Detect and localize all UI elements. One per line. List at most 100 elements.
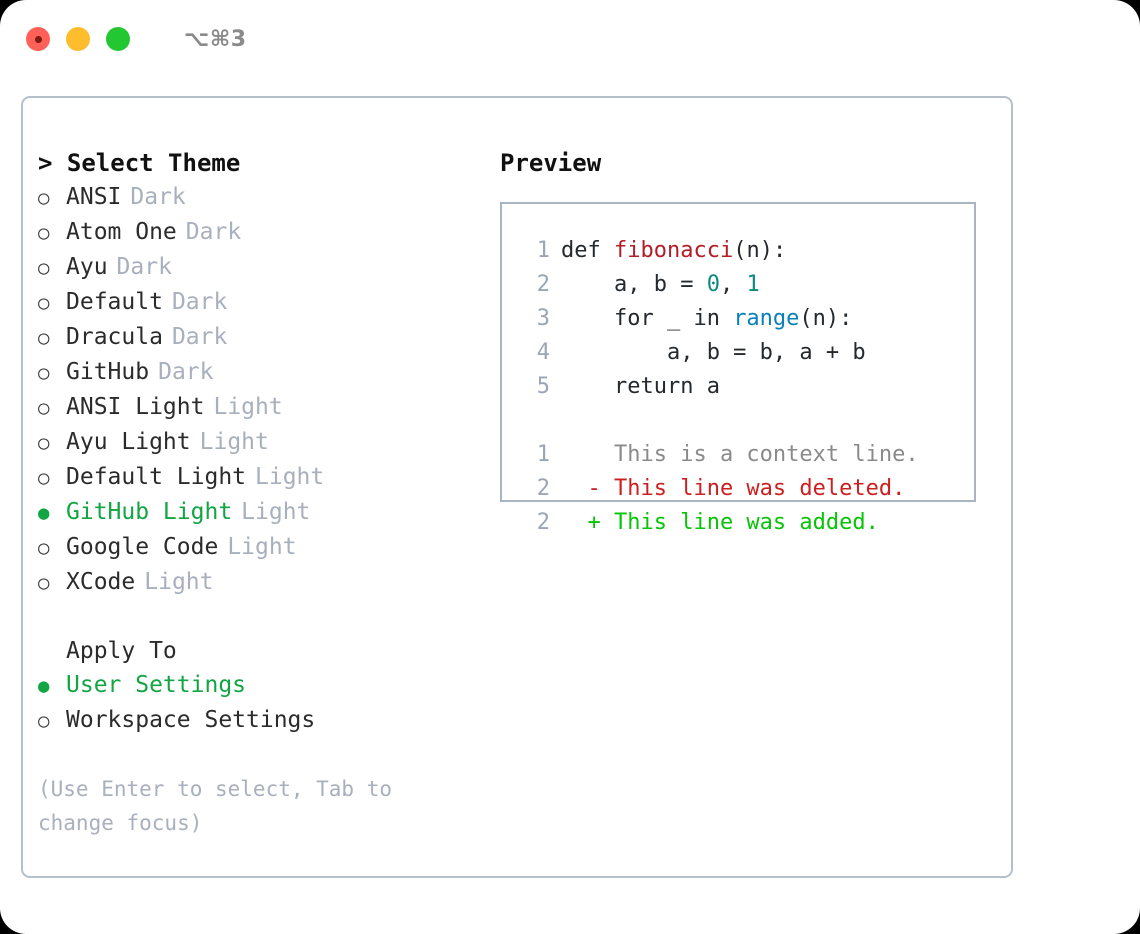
theme-option-tag: Light xyxy=(213,394,283,420)
code-line-text: a, b = b, a + b xyxy=(561,336,866,370)
diff-line-text: + This line was added. xyxy=(561,510,879,535)
code-line-text: for _ in range(n): xyxy=(561,302,852,336)
radio-unselected-icon: ○ xyxy=(38,397,50,419)
code-line-number: 2 xyxy=(536,272,550,297)
theme-option-tag: Light xyxy=(241,499,311,525)
code-token-plain: a, b = b, a + b xyxy=(561,340,866,365)
code-token-num: 1 xyxy=(746,272,760,297)
theme-option-tag: Light xyxy=(255,464,325,490)
radio-selected-icon: ● xyxy=(38,502,50,524)
code-token-num: 0 xyxy=(706,272,720,297)
theme-option[interactable]: ● GitHub Light Light xyxy=(38,495,498,530)
code-line: 4 a, b = b, a + b xyxy=(516,336,974,370)
code-line-text: return a xyxy=(561,370,720,404)
radio-unselected-icon: ○ xyxy=(38,222,50,244)
theme-option-tag: Dark xyxy=(130,184,186,210)
theme-option-label: Atom One xyxy=(66,219,177,245)
radio-unselected-icon: ○ xyxy=(38,187,50,209)
theme-option-tag: Dark xyxy=(171,324,228,350)
theme-option-label: ANSI Light xyxy=(66,394,205,420)
diff-line: 1 This is a context line. xyxy=(516,438,974,472)
keyboard-hint: (Use Enter to select, Tab to change focu… xyxy=(38,777,405,835)
code-line-text: def fibonacci(n): xyxy=(561,234,786,268)
radio-unselected-icon: ○ xyxy=(38,467,50,489)
radio-selected-icon: ● xyxy=(38,675,50,697)
code-token-plain: (n): xyxy=(799,306,853,331)
radio-unselected-icon: ○ xyxy=(38,257,50,279)
maximize-button[interactable] xyxy=(106,27,130,51)
diff-line-number: 2 xyxy=(536,510,550,535)
code-line-number: 5 xyxy=(536,374,550,399)
theme-option-tag: Dark xyxy=(185,219,242,245)
diff-line-text: - This line was deleted. xyxy=(561,476,906,501)
apply-to-option-label: Workspace Settings xyxy=(66,707,316,733)
code-line-number: 1 xyxy=(536,238,550,263)
code-line: 3 for _ in range(n): xyxy=(516,302,974,336)
theme-option[interactable]: ○ Dracula Dark xyxy=(38,320,498,355)
theme-option-tag: Light xyxy=(227,534,297,560)
code-token-call: range xyxy=(733,306,800,331)
code-token-plain: a, b = xyxy=(561,272,707,297)
radio-unselected-icon: ○ xyxy=(38,537,50,559)
code-line: 5 return a xyxy=(516,370,974,404)
theme-option[interactable]: ○ Atom One Dark xyxy=(38,215,498,250)
diff-line-number: 1 xyxy=(536,442,550,467)
diff-line: 2 + This line was added. xyxy=(516,506,974,540)
theme-option[interactable]: ○ Default Light Light xyxy=(38,460,498,495)
theme-option-label: Default Light xyxy=(66,464,247,490)
code-token-plain: , xyxy=(719,272,747,297)
shortcut-label: ⌥⌘3 xyxy=(184,26,247,52)
diff-line-text: This is a context line. xyxy=(561,442,919,467)
apply-to-option[interactable]: ○ Workspace Settings xyxy=(38,703,498,738)
code-line-number: 4 xyxy=(536,340,550,365)
apply-to-option[interactable]: ●User Settings xyxy=(38,668,498,703)
theme-option-label: Ayu Light xyxy=(66,429,191,455)
radio-unselected-icon: ○ xyxy=(38,362,50,384)
apply-to-header: Apply To xyxy=(66,638,177,664)
title-bar: ⌥⌘3 xyxy=(0,0,1140,78)
theme-option-tag: Dark xyxy=(171,289,228,315)
theme-option[interactable]: ○ ANSI Light Light xyxy=(38,390,498,425)
close-button[interactable] xyxy=(26,27,50,51)
diff-line-number: 2 xyxy=(536,476,550,501)
apply-to-list: ●User Settings ○ Workspace Settings xyxy=(38,668,498,738)
theme-option-label: Google Code xyxy=(66,534,219,560)
code-token-plain: return a xyxy=(561,374,720,399)
theme-option-label: GitHub xyxy=(66,359,150,385)
code-token-plain: (n): xyxy=(733,238,787,263)
radio-unselected-icon: ○ xyxy=(38,327,50,349)
theme-option[interactable]: ○ Default Dark xyxy=(38,285,498,320)
theme-option[interactable]: ○ Google Code Light xyxy=(38,530,498,565)
code-line: 1 def fibonacci(n): xyxy=(516,234,974,268)
code-line-text: a, b = 0, 1 xyxy=(561,268,760,302)
select-theme-header: > Select Theme xyxy=(38,149,241,177)
theme-option-label: GitHub Light xyxy=(66,499,233,525)
theme-option-label: Dracula xyxy=(66,324,163,350)
radio-unselected-icon: ○ xyxy=(38,710,50,732)
minimize-button[interactable] xyxy=(66,27,90,51)
theme-option-label: Default xyxy=(66,289,163,315)
code-token-plain: for _ in xyxy=(561,306,734,331)
theme-option-label: Ayu xyxy=(66,254,108,280)
code-token-fn: fibonacci xyxy=(613,238,734,263)
diff-line: 2 - This line was deleted. xyxy=(516,472,974,506)
window-controls xyxy=(26,27,130,51)
theme-option[interactable]: ○ ANSI Dark xyxy=(38,180,498,215)
code-line-number: 3 xyxy=(536,306,550,331)
code-line: 2 a, b = 0, 1 xyxy=(516,268,974,302)
theme-option-label: ANSI xyxy=(66,184,122,210)
radio-unselected-icon: ○ xyxy=(38,292,50,314)
diff-sample: 1 This is a context line.2 - This line w… xyxy=(516,438,974,540)
radio-unselected-icon: ○ xyxy=(38,572,50,594)
code-token-plain: def xyxy=(561,238,614,263)
